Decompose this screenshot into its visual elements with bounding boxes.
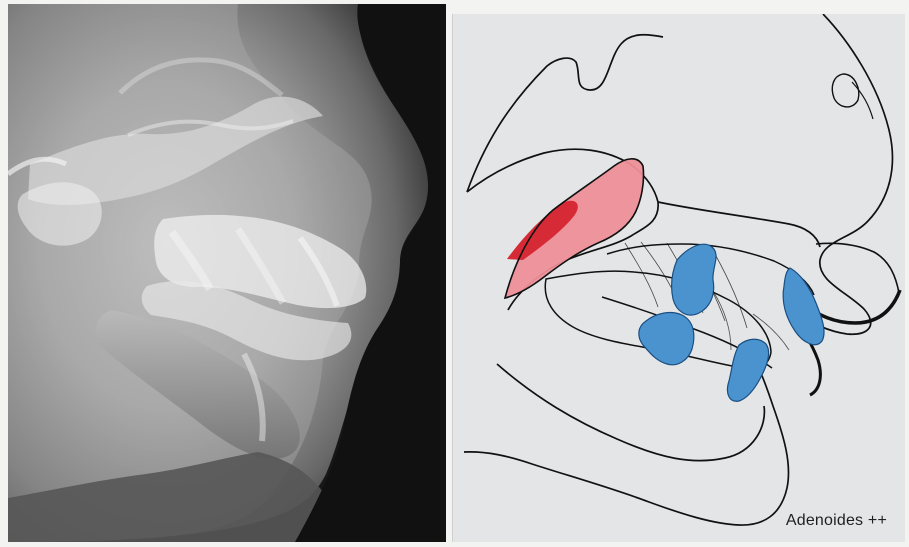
anatomical-drawing: Adenoides ++ (452, 14, 905, 542)
figure-caption: Adenoides ++ (786, 512, 887, 530)
cephalometric-xray-image (8, 4, 446, 542)
xray-radiograph (8, 4, 446, 542)
adenoid-diagram-svg (453, 14, 905, 542)
